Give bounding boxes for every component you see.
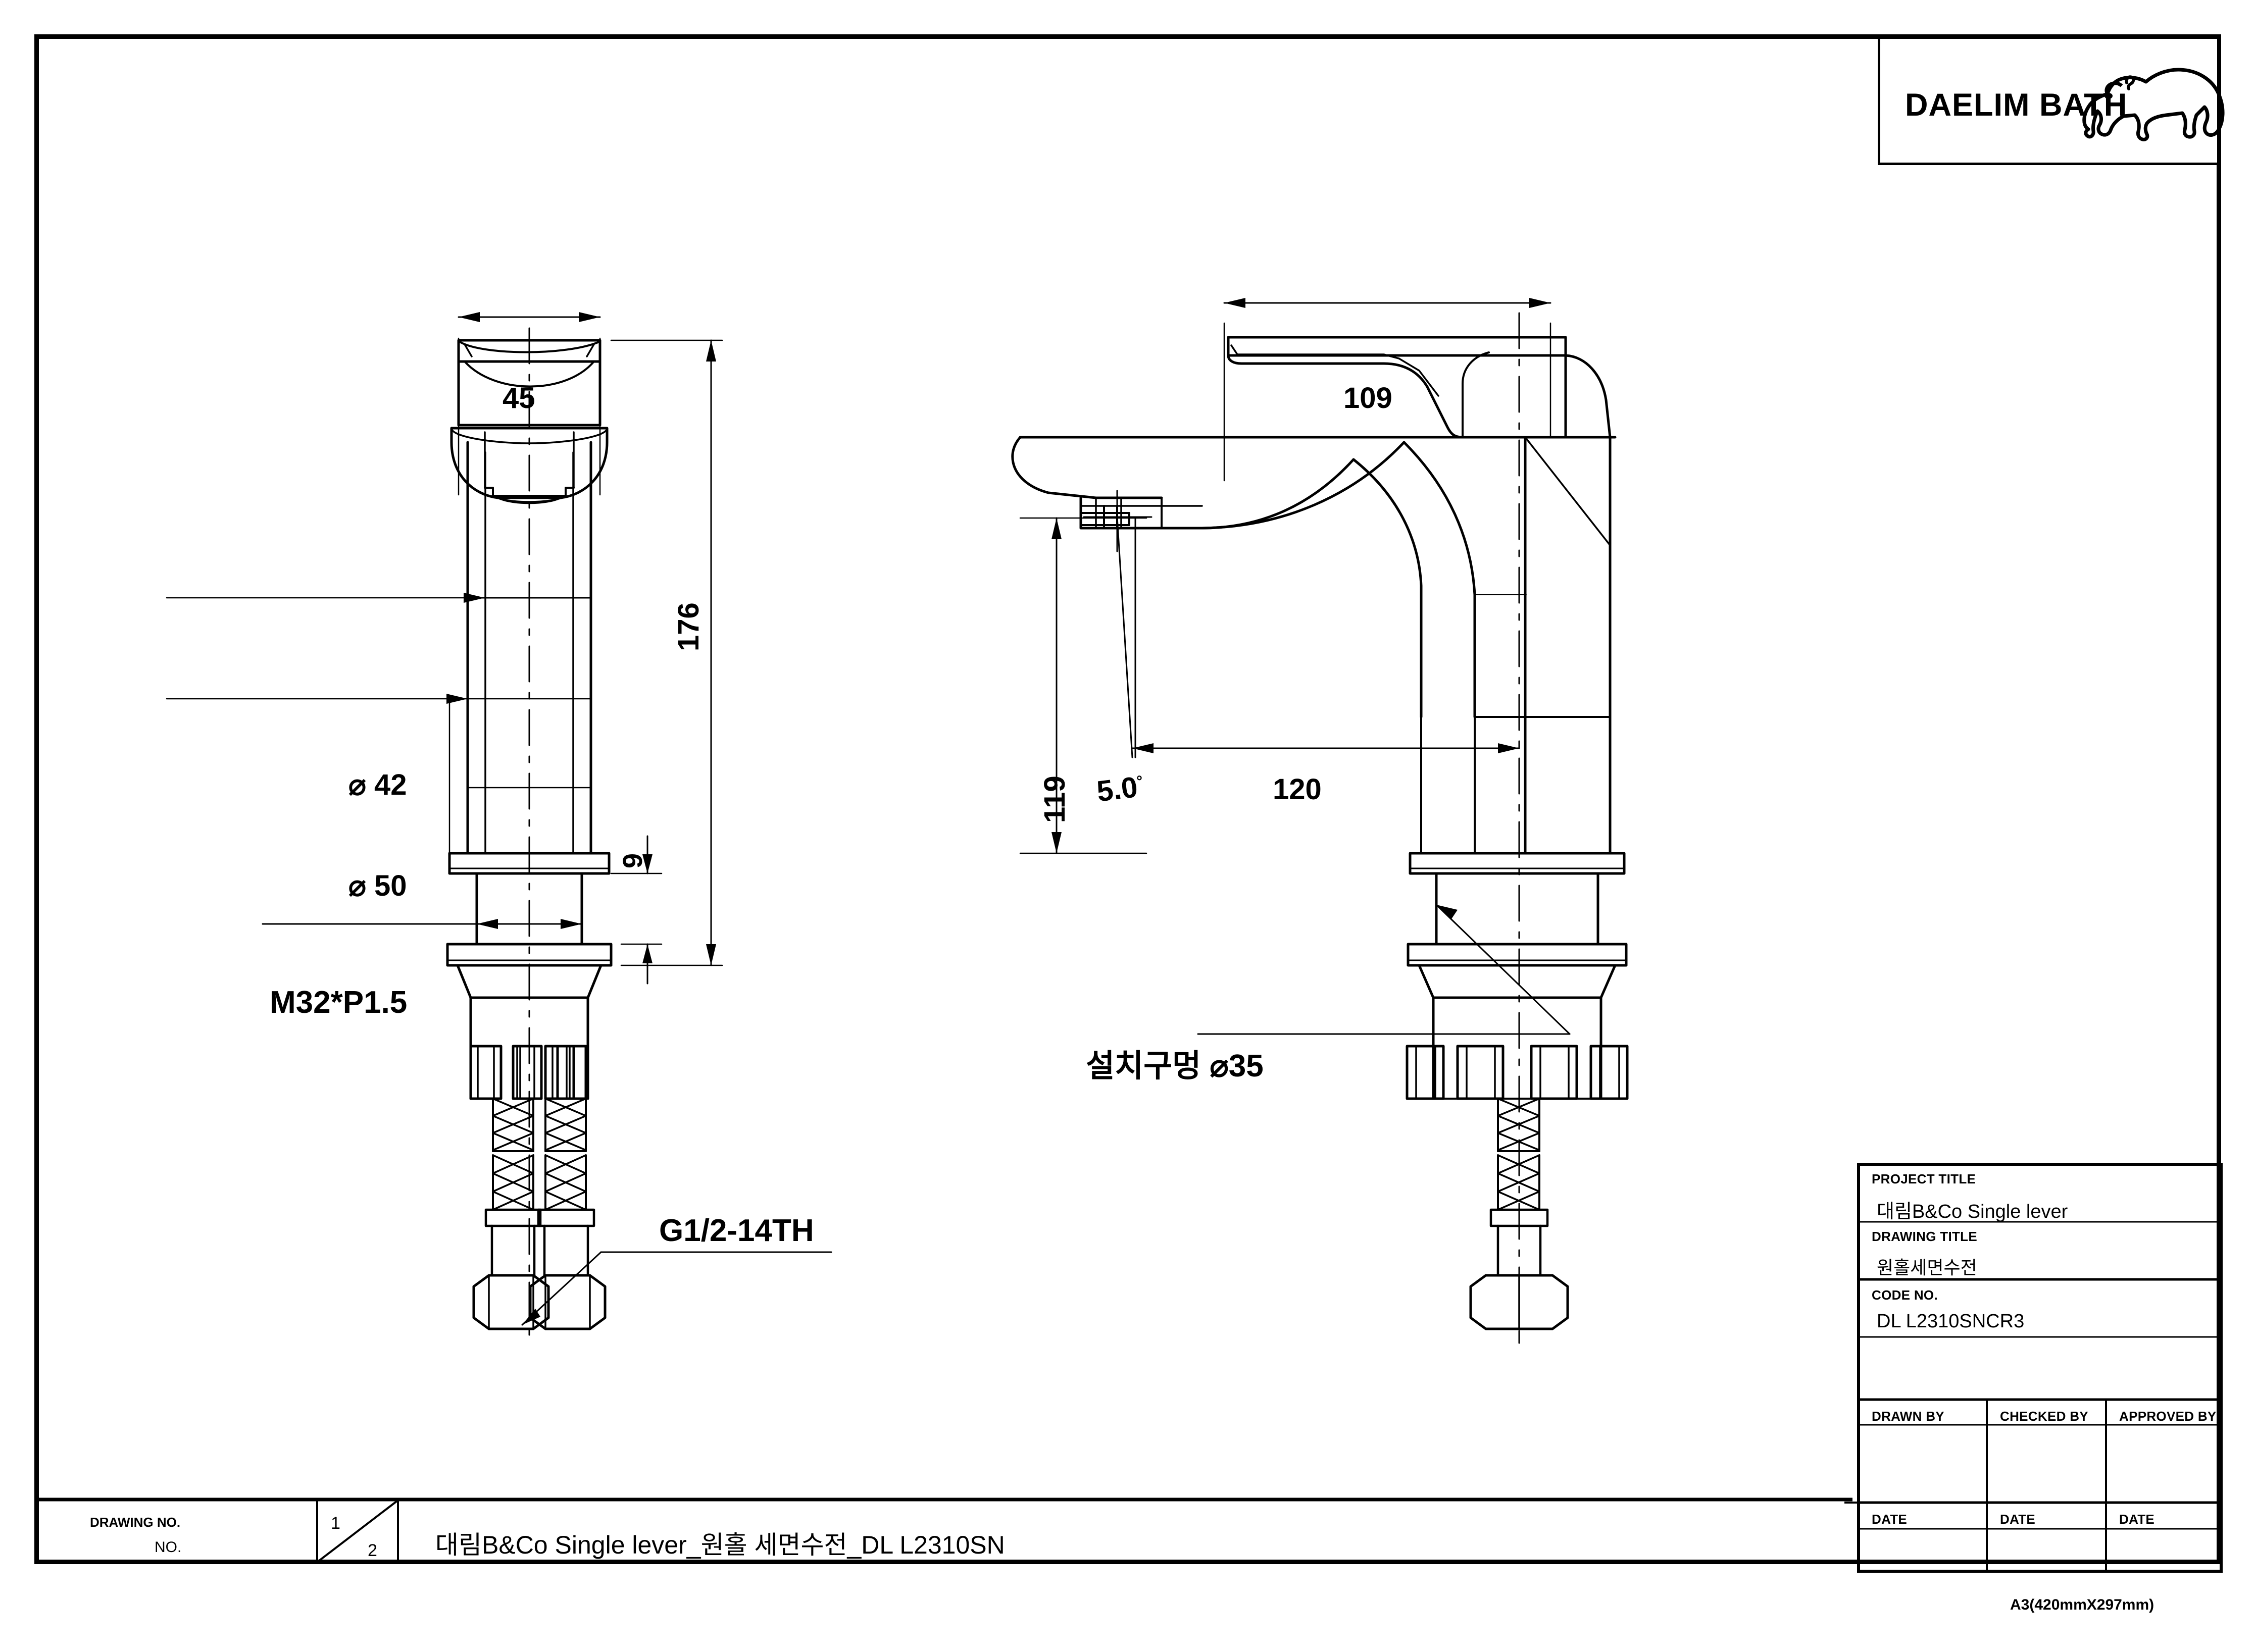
logo-box [1878, 36, 2220, 165]
checked-by-label: CHECKED BY [2000, 1409, 2088, 1424]
dim-dia-42: ⌀ 42 [348, 768, 407, 801]
dim-109: 109 [1343, 382, 1392, 415]
drawing-title-label: DRAWING TITLE [1872, 1229, 1977, 1244]
sheet-total: 2 [368, 1541, 377, 1560]
drawing-no-label: DRAWING NO. [90, 1515, 181, 1530]
drawing-title-value: 원홀세면수전 [1877, 1257, 1977, 1278]
angle-value: 5.0 [1095, 770, 1140, 808]
sheet-no-label: NO. [155, 1539, 182, 1556]
date-label-approved: DATE [2119, 1512, 2155, 1527]
dim-angle-5deg: 5.0° [1095, 769, 1145, 809]
paper-size-note: A3(420mmX297mm) [2010, 1596, 2154, 1613]
code-no-value: DL L2310SNCR3 [1877, 1311, 2025, 1332]
date-label-drawn: DATE [1872, 1512, 1908, 1527]
dim-120: 120 [1273, 773, 1322, 806]
title-block-grid [1844, 1163, 2223, 1573]
project-title-value: 대림B&Co Single lever [1877, 1201, 2068, 1222]
drawn-by-label: DRAWN BY [1872, 1409, 1944, 1424]
sheet-current: 1 [331, 1514, 340, 1533]
dim-dia-50: ⌀ 50 [348, 869, 407, 902]
approved-by-label: APPROVED BY [2119, 1409, 2217, 1424]
bottom-strip-grid [34, 1498, 1852, 1564]
note-m32-thread: M32*P1.5 [270, 985, 408, 1020]
date-label-checked: DATE [2000, 1512, 2036, 1527]
polar-bear-icon [2082, 68, 2225, 141]
front-view-geometry [166, 312, 832, 1344]
project-title-label: PROJECT TITLE [1872, 1171, 1976, 1186]
dim-119: 119 [1038, 776, 1071, 823]
code-no-label: CODE NO. [1872, 1287, 1938, 1303]
dim-9: 9 [618, 853, 648, 868]
dim-45: 45 [503, 382, 535, 415]
note-g12-thread: G1/2-14TH [659, 1213, 814, 1248]
note-mounting-hole: 설치구멍 ⌀35 [1086, 1049, 1264, 1083]
side-view-geometry [1011, 298, 1629, 1344]
bottom-description: 대림B&Co Single lever_원홀 세면수전_DL L2310SN [435, 1531, 1005, 1559]
dim-176: 176 [672, 602, 705, 651]
